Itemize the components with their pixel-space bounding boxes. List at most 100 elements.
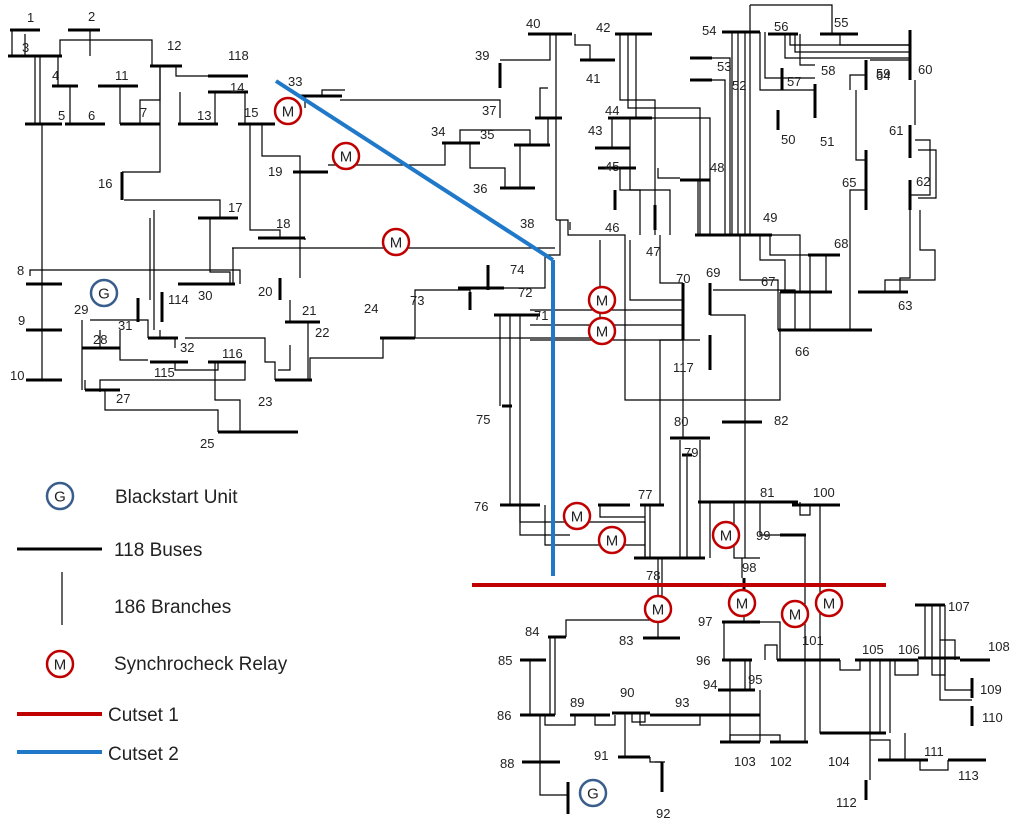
branch xyxy=(599,505,645,518)
bus-label: 29 xyxy=(74,302,88,317)
bus-label: 57 xyxy=(787,74,801,89)
blackstart-unit-marker xyxy=(89,278,119,308)
branch xyxy=(104,390,219,432)
bus-label: 70 xyxy=(676,271,690,286)
bus-label: 91 xyxy=(594,748,608,763)
bus-label: 86 xyxy=(497,708,511,723)
bus-label: 101 xyxy=(802,633,824,648)
branch xyxy=(759,235,786,292)
branch xyxy=(649,757,662,763)
branch xyxy=(544,505,645,546)
branch xyxy=(729,734,781,742)
synchrocheck-relay-marker xyxy=(273,96,303,126)
bus-label: 79 xyxy=(684,445,698,460)
bus-label: 43 xyxy=(588,123,602,138)
synchrocheck-relay-marker xyxy=(562,501,592,531)
branch-lines xyxy=(11,4,972,796)
branch xyxy=(209,218,231,284)
bus-label: 100 xyxy=(813,485,835,500)
branch xyxy=(544,715,576,726)
legend-relay-symbol xyxy=(45,649,75,679)
branch xyxy=(459,129,531,145)
legend-label-buses: 118 Buses xyxy=(114,540,202,561)
branch xyxy=(939,605,972,701)
synchrocheck-relay-marker-letter: M xyxy=(571,509,584,526)
bus-label: 61 xyxy=(889,123,903,138)
branch xyxy=(884,210,936,292)
branch xyxy=(819,505,840,734)
bus-label: 8 xyxy=(17,263,24,278)
branch xyxy=(29,269,241,284)
bus-label: 19 xyxy=(268,164,282,179)
bus-label: 47 xyxy=(646,244,660,259)
synchrocheck-relay-marker xyxy=(711,520,741,550)
branch xyxy=(764,644,778,660)
synchrocheck-relay-marker-letter: M xyxy=(596,293,609,310)
bus-label: 112 xyxy=(836,795,857,810)
bus-label: 27 xyxy=(116,391,130,406)
bus-label: 109 xyxy=(980,682,1002,697)
branch xyxy=(799,502,811,516)
bus-label: 113 xyxy=(958,768,979,783)
bus-label: 83 xyxy=(619,633,633,648)
branch xyxy=(619,168,671,235)
branch xyxy=(849,74,866,90)
bus-label: 76 xyxy=(474,499,488,514)
branch xyxy=(659,235,683,284)
bus-label: 74 xyxy=(510,262,524,277)
branch xyxy=(594,715,616,726)
bus-label: 118 xyxy=(228,48,249,63)
bus-label: 68 xyxy=(834,236,848,251)
branch xyxy=(214,362,241,432)
bus-label: 66 xyxy=(795,344,809,359)
bus-label: 102 xyxy=(770,754,792,769)
bus-label: 110 xyxy=(982,710,1003,725)
legend-label-cutset2: Cutset 2 xyxy=(108,744,179,765)
bus-label: 97 xyxy=(698,614,712,629)
bus-label: 60 xyxy=(918,62,932,77)
branch xyxy=(784,34,910,59)
branch xyxy=(629,240,683,301)
bus-label: 53 xyxy=(717,59,731,74)
bus-label: 46 xyxy=(605,220,619,235)
cutset-lines xyxy=(274,79,886,587)
bus-label: 98 xyxy=(742,560,756,575)
branch xyxy=(759,502,780,536)
legend-label-cutset1: Cutset 1 xyxy=(108,705,179,726)
synchrocheck-relay-marker-letter: M xyxy=(823,596,836,613)
synchrocheck-relay-marker xyxy=(331,141,361,171)
bus-label: 84 xyxy=(525,624,539,639)
bus-label: 106 xyxy=(898,642,920,657)
bus-label: 36 xyxy=(473,181,487,196)
branch xyxy=(119,330,148,361)
legend-label-blackstart: Blackstart Unit xyxy=(115,487,238,508)
branch xyxy=(839,660,861,671)
bus-label: 63 xyxy=(898,298,912,313)
bus-label: 32 xyxy=(180,340,194,355)
bus-label: 50 xyxy=(781,132,795,147)
bus-label: 65 xyxy=(842,175,856,190)
bus-label: 104 xyxy=(828,754,850,769)
bus-label: 15 xyxy=(244,105,258,120)
blackstart-unit-marker xyxy=(578,778,608,808)
bus-label: 7 xyxy=(140,105,147,120)
bus-label: 10 xyxy=(10,368,24,383)
branch xyxy=(627,34,701,235)
bus-label: 18 xyxy=(276,216,290,231)
synchrocheck-relay-marker xyxy=(727,588,757,618)
branch xyxy=(940,639,956,660)
bus-label: 90 xyxy=(620,685,634,700)
bus-label: 73 xyxy=(410,293,424,308)
bus-label: 20 xyxy=(258,284,272,299)
bus-label: 37 xyxy=(482,103,496,118)
branch xyxy=(759,32,815,91)
bus-label: 54 xyxy=(702,23,716,38)
branch xyxy=(539,87,548,118)
branch xyxy=(760,621,781,660)
bus-label: 77 xyxy=(638,487,652,502)
branch xyxy=(321,89,345,96)
bus-label: 42 xyxy=(596,20,610,35)
branch xyxy=(910,139,931,196)
bus-label: 49 xyxy=(763,210,777,225)
